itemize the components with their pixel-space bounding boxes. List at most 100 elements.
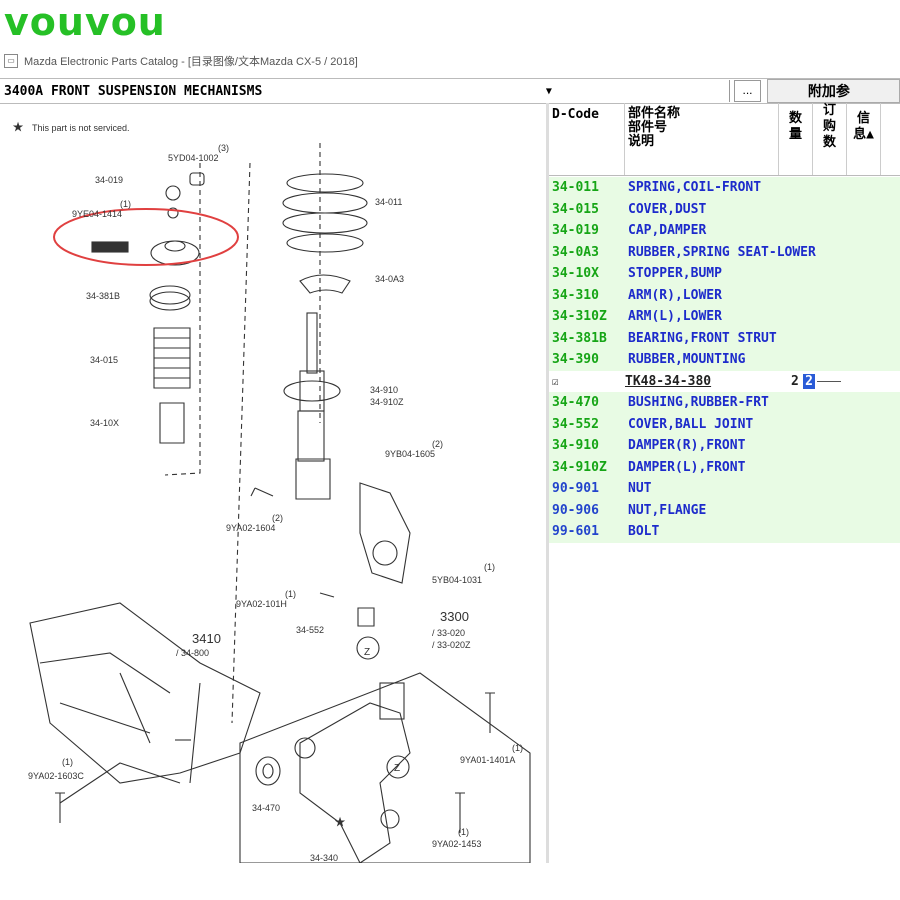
ball-joint-cover	[357, 607, 375, 627]
col-name[interactable]: 部件名称 部件号 说明	[625, 103, 779, 175]
damper	[283, 312, 341, 500]
callout-9ya02-1453[interactable]: 9YA02-1453	[432, 839, 481, 849]
col-qty[interactable]: 数 量	[779, 103, 813, 175]
callout-34-0a3[interactable]: 34-0A3	[375, 274, 404, 284]
callout-34-381b[interactable]: 34-381B	[86, 291, 120, 301]
callout-34-019[interactable]: 34-019	[95, 175, 123, 185]
svg-text:(2): (2)	[272, 513, 283, 523]
svg-text:(1): (1)	[512, 743, 523, 753]
bolt-arm-2	[485, 692, 495, 733]
callout-z-2[interactable]: Z	[394, 763, 400, 774]
selected-part-row[interactable]: ☑ TK48-34-380 2 2	[549, 370, 900, 392]
callout-9yb04-1605[interactable]: 9YB04-1605	[385, 449, 435, 459]
coil-spring	[282, 173, 368, 253]
star-icon-2: ★	[336, 817, 344, 827]
chevron-down-icon[interactable]: ▼	[545, 85, 552, 97]
callout-34-552[interactable]: 34-552	[296, 625, 324, 635]
svg-text:(1): (1)	[120, 199, 131, 209]
watermark-logo: vouvou	[4, 0, 166, 44]
svg-text:(1): (1)	[458, 827, 469, 837]
callout-34-10x[interactable]: 34-10X	[90, 418, 119, 428]
svg-text:(3): (3)	[218, 143, 229, 153]
part-number: TK48-34-380	[625, 373, 712, 389]
callout-9ya02-1604[interactable]: 9YA02-1604	[226, 523, 275, 533]
app-icon: ▭	[4, 54, 18, 68]
callout-34-800[interactable]: / 34-800	[176, 648, 209, 658]
callout-34-340[interactable]: 34-340	[310, 853, 338, 863]
browse-button[interactable]: ...	[734, 80, 761, 102]
callout-3410[interactable]: 3410	[192, 631, 221, 646]
callout-9ya02-101h[interactable]: 9YA02-101H	[236, 599, 287, 609]
window-titlebar: ▭ Mazda Electronic Parts Catalog - [目录图像…	[0, 50, 900, 72]
part-qty: 2	[791, 373, 799, 389]
nut-top	[189, 172, 205, 186]
callout-9ye04-1414[interactable]: 9YE04-1414	[72, 209, 122, 219]
splitter[interactable]	[546, 103, 549, 863]
bearing	[149, 285, 191, 305]
bushing-front	[255, 756, 281, 786]
bolt-upper	[250, 487, 274, 497]
parts-table: D-Code 部件名称 部件号 说明 数 量 订 购 数 信 息▲ 34-011…	[549, 103, 900, 863]
bolt-arm	[455, 792, 465, 833]
suspension-illustration: ★	[13, 121, 531, 864]
callout-z-1[interactable]: Z	[364, 647, 370, 658]
callout-34-910[interactable]: 34-910	[370, 385, 398, 395]
order-qty-input[interactable]: 2	[803, 373, 815, 389]
washer	[167, 207, 179, 219]
section-select[interactable]: 3400A FRONT SUSPENSION MECHANISMS ▼	[0, 80, 731, 102]
lower-arm-frame	[239, 672, 531, 864]
bump-stopper	[159, 402, 185, 444]
highlight-label-box	[91, 241, 129, 253]
callout-33-020[interactable]: / 33-020	[432, 628, 465, 638]
svg-text:(2): (2)	[432, 439, 443, 449]
section-select-value: 3400A FRONT SUSPENSION MECHANISMS	[4, 83, 263, 99]
diagram-note: This part is not serviced.	[32, 123, 130, 133]
part-checkbox[interactable]: ☑	[552, 374, 559, 388]
svg-text:(1): (1)	[484, 562, 495, 572]
parts-diagram: ★	[0, 103, 546, 864]
order-underline	[817, 371, 841, 382]
highlight-ellipse	[53, 208, 239, 266]
col-dcode[interactable]: D-Code	[549, 103, 625, 175]
callout-34-470[interactable]: 34-470	[252, 803, 280, 813]
col-info[interactable]: 信 息▲	[847, 103, 881, 175]
callout-9ya01-1401a[interactable]: 9YA01-1401A	[460, 755, 515, 765]
callout-34-011[interactable]: 34-011	[375, 197, 402, 207]
callout-5yd04-1002[interactable]: 5YD04-1002	[168, 153, 219, 163]
spring-seat	[299, 274, 351, 294]
callout-34-015[interactable]: 34-015	[90, 355, 118, 365]
callout-34-910z[interactable]: 34-910Z	[370, 397, 404, 407]
bolt-frame	[55, 792, 65, 823]
additional-button[interactable]: 附加参	[766, 79, 900, 103]
svg-text:(1): (1)	[285, 589, 296, 599]
callout-3300[interactable]: 3300	[440, 609, 469, 624]
star-icon: ★	[14, 122, 22, 132]
table-header: D-Code 部件名称 部件号 说明 数 量 订 购 数 信 息▲	[549, 103, 900, 176]
damper-cap	[165, 185, 181, 201]
col-order[interactable]: 订 购 数	[813, 103, 847, 175]
lower-arm	[294, 682, 411, 864]
steering-knuckle	[359, 482, 411, 584]
toolbar: 3400A FRONT SUSPENSION MECHANISMS ▼ ... …	[0, 78, 900, 104]
callout-9ya02-1603c[interactable]: 9YA02-1603C	[28, 771, 84, 781]
bolt-lower	[319, 592, 335, 598]
callout-33-020z[interactable]: / 33-020Z	[432, 640, 471, 650]
callout-5yb04-1031[interactable]: 5YB04-1031	[432, 575, 482, 585]
